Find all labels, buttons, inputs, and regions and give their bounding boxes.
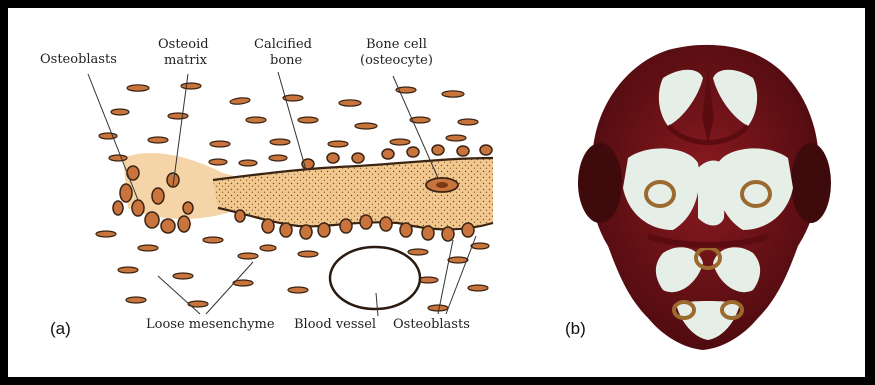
left-lateral-lobe (578, 143, 622, 223)
label-osteoblasts-top: Osteoblasts (40, 52, 117, 67)
label-blood-vessel: Blood vessel (294, 317, 376, 332)
figure-svg: Osteoblasts Osteoid matrix Calcified bon… (8, 8, 865, 377)
panel-label-b: (b) (565, 319, 586, 338)
panel-a-illustration (88, 72, 493, 316)
panel-b-skull (578, 45, 831, 350)
label-loose-mesenchyme: Loose mesenchyme (146, 317, 275, 332)
label-bonecell-line2: (osteocyte) (360, 53, 433, 68)
label-bonecell-line1: Bone cell (366, 37, 427, 52)
figure-frame: Osteoblasts Osteoid matrix Calcified bon… (8, 8, 865, 377)
label-calcified-line2: bone (270, 53, 303, 68)
right-lateral-lobe (791, 143, 831, 223)
panel-label-a: (a) (50, 319, 71, 338)
label-calcified-line1: Calcified (254, 37, 312, 52)
calcified-bone-texture (213, 158, 493, 229)
label-osteoid-line2: matrix (164, 53, 208, 68)
blood-vessel (330, 247, 420, 309)
label-osteoid-line1: Osteoid (158, 37, 209, 52)
label-osteoblasts-bottom: Osteoblasts (393, 317, 470, 332)
